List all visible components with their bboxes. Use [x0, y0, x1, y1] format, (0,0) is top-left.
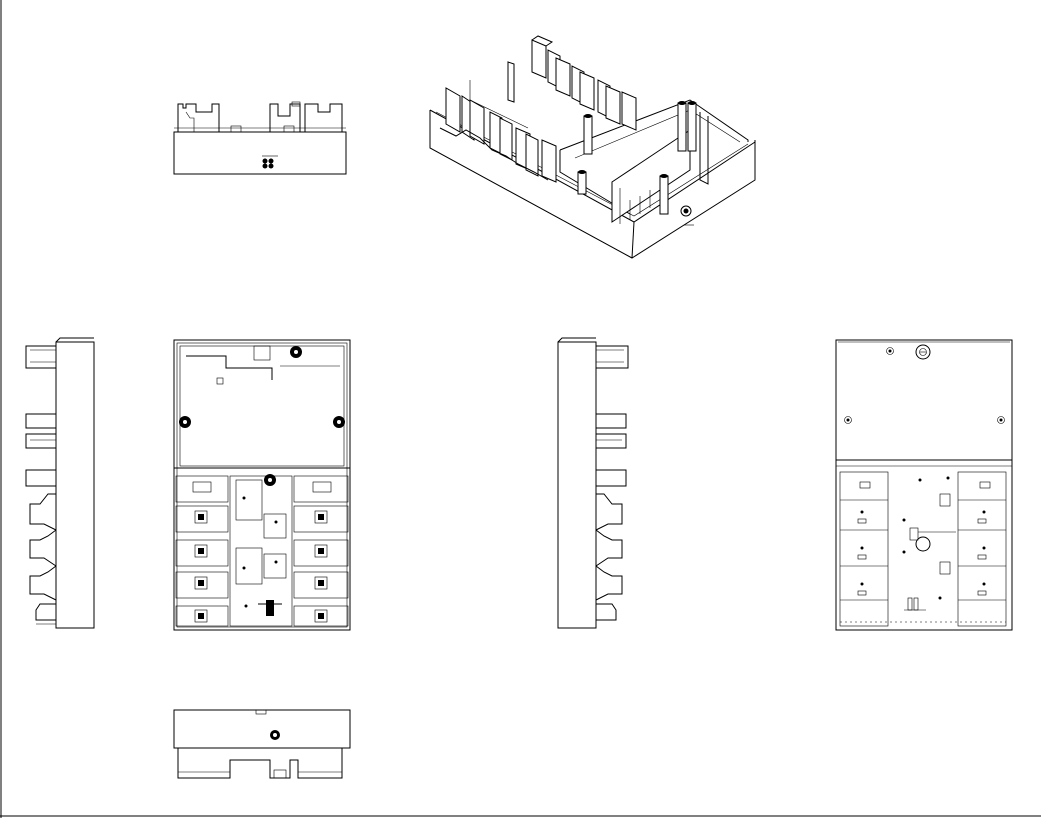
- front-mounting-boss: [333, 416, 345, 428]
- view-bottom: [173, 709, 351, 779]
- iso-terminal-row: [439, 87, 557, 183]
- iso-boss: [687, 101, 697, 152]
- iso-boss: [677, 101, 687, 152]
- iso-terminal-row: [469, 35, 637, 131]
- front-terminal-cells-left: [175, 475, 229, 627]
- view-left: [557, 337, 629, 629]
- iso-boss: [583, 114, 593, 155]
- front-mounting-boss: [179, 416, 191, 428]
- view-front-plan: [173, 339, 351, 631]
- view-back: [835, 339, 1013, 631]
- iso-boss: [659, 174, 669, 215]
- left-profile-tabs: [595, 345, 629, 621]
- front-terminal-cells-right: [293, 475, 349, 627]
- view-isometric: [429, 35, 756, 259]
- view-top: [173, 101, 347, 175]
- view-right: [25, 337, 95, 629]
- front-mounting-boss: [264, 474, 276, 486]
- back-screw-hole: [915, 344, 931, 360]
- front-mounting-boss: [290, 346, 302, 358]
- right-profile-tabs: [25, 345, 57, 625]
- iso-boss: [577, 170, 587, 195]
